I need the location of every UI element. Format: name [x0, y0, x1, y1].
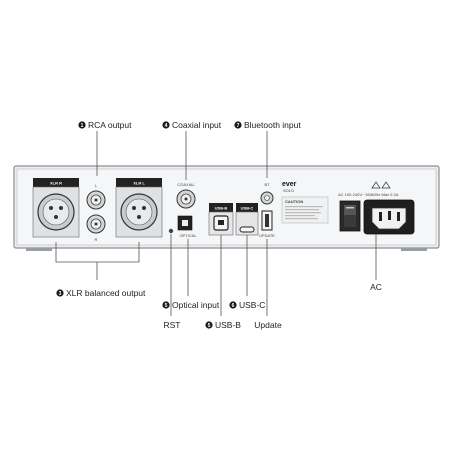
callout-ac: AC — [370, 282, 382, 292]
callout-number-badge — [205, 321, 213, 329]
caution-label: CAUTION — [281, 196, 329, 224]
callout-label: Update — [254, 320, 282, 330]
callout-xlr-balanced-output: 3 XLR balanced output — [56, 288, 146, 298]
warning-icon — [371, 181, 391, 189]
usb-b-connector[interactable]: USB-B — [208, 203, 234, 236]
callout-label: USB-B — [215, 320, 241, 330]
callout-number-badge — [234, 121, 242, 129]
callout-label: USB-C — [239, 300, 265, 310]
callout-number-badge — [229, 301, 237, 309]
xlr-l-label: XLR L — [133, 181, 145, 186]
rst-button[interactable] — [168, 228, 174, 234]
logo-line-2: SOLO — [283, 188, 294, 193]
callout-usb-b: 5 USB-B — [205, 320, 241, 330]
callout-number-badge — [162, 121, 170, 129]
bt-label: BT — [264, 182, 270, 187]
xlr-r-connector[interactable]: XLR R — [32, 178, 80, 238]
callout-coaxial-input: 4 Coaxial input — [162, 120, 222, 130]
callout-label: Bluetooth input — [244, 120, 301, 130]
callout-label: Coaxial input — [172, 120, 222, 130]
optical-connector[interactable]: OPTICAL — [177, 215, 197, 238]
optical-label: OPTICAL — [179, 233, 197, 238]
xlr-l-connector[interactable]: XLR L — [115, 178, 163, 238]
bluetooth-antenna-connector[interactable]: BT — [260, 182, 274, 205]
logo-line-1: ever — [282, 181, 297, 188]
coaxial-connector[interactable]: COAXIAL — [176, 182, 196, 209]
xlr-r-label: XLR R — [50, 181, 62, 186]
callout-number: 5 — [208, 323, 211, 329]
leader-lines — [55, 131, 377, 316]
callout-number-badge — [162, 301, 170, 309]
callout-bluetooth-input: 7 Bluetooth input — [234, 120, 301, 130]
ac-rating-text: AC 100-240V~ 50/60Hz Max 0.2A — [338, 192, 399, 197]
callout-rst: RST — [164, 320, 181, 330]
coaxial-label: COAXIAL — [177, 182, 195, 187]
callout-update: Update — [254, 320, 282, 330]
callout-label: XLR balanced output — [66, 288, 146, 298]
callout-number: 5 — [165, 303, 168, 309]
callout-number: 1 — [81, 123, 84, 129]
callout-label: RCA output — [88, 120, 132, 130]
usb-b-label: USB-B — [215, 206, 228, 211]
callout-number: 3 — [59, 291, 62, 297]
callout-number-badge — [78, 121, 86, 129]
callout-label: Optical input — [172, 300, 220, 310]
callout-number: 4 — [165, 123, 168, 129]
callout-usb-c: 6 USB-C — [229, 300, 265, 310]
update-usb-port[interactable]: UPDATE — [259, 210, 275, 238]
ac-power-inlet[interactable] — [363, 199, 415, 235]
power-switch[interactable] — [339, 200, 361, 232]
rca-output-connectors[interactable]: L R — [86, 183, 106, 242]
callout-label: RST — [164, 320, 181, 330]
brand-logo: ever SOLO — [282, 181, 297, 193]
callout-number-badge — [56, 289, 64, 297]
usb-c-label: USB-C — [241, 206, 254, 211]
callout-number: 7 — [237, 123, 240, 129]
update-port-label: UPDATE — [259, 233, 275, 238]
rca-r-label: R — [95, 237, 98, 242]
callout-number: 6 — [232, 303, 235, 309]
rca-l-label: L — [95, 183, 98, 188]
callout-label: AC — [370, 282, 382, 292]
usb-c-connector[interactable]: USB-C — [235, 203, 259, 236]
caution-title: CAUTION — [285, 199, 303, 204]
callout-rca-output: 1 RCA output — [78, 120, 132, 130]
callout-optical-input: 5 Optical input — [162, 300, 220, 310]
